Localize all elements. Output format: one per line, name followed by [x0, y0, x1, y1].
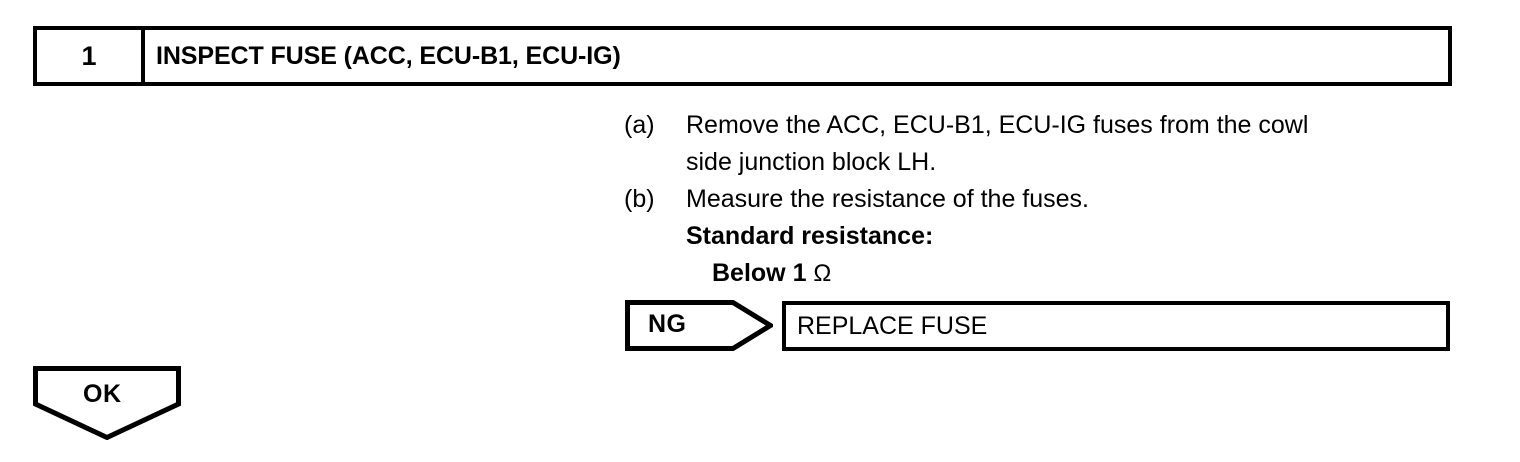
procedure-a-line1: Remove the ACC, ECU-B1, ECU-IG fuses fro… [686, 111, 1309, 139]
resistance-value-text: Below 1 [712, 259, 814, 287]
ng-branch-arrow: NG [625, 300, 773, 351]
procedure-item-a: (a) Remove the ACC, ECU-B1, ECU-IG fuses… [624, 107, 1460, 181]
step-number: 1 [37, 30, 145, 82]
ok-pentagon-shape [33, 366, 181, 440]
ng-label: NG [648, 310, 687, 338]
procedure-a-line2: side junction block LH. [686, 148, 937, 176]
procedure-text-b: Measure the resistance of the fuses. [686, 185, 1089, 213]
ok-branch-marker: OK [33, 366, 181, 440]
procedure-text-a: Remove the ACC, ECU-B1, ECU-IG fuses fro… [686, 107, 1460, 181]
procedure-item-b: (b) Measure the resistance of the fuses. [624, 181, 1460, 218]
replace-fuse-result-box: REPLACE FUSE [782, 301, 1450, 351]
replace-fuse-label: REPLACE FUSE [797, 311, 988, 340]
step-title: INSPECT FUSE (ACC, ECU-B1, ECU-IG) [156, 41, 621, 70]
standard-resistance-value: Below 1 Ω [712, 255, 1460, 292]
step-header-box: 1 INSPECT FUSE (ACC, ECU-B1, ECU-IG) [33, 26, 1452, 86]
procedure-marker-a: (a) [624, 111, 655, 139]
ohm-symbol: Ω [813, 260, 832, 287]
procedure-marker-b: (b) [624, 185, 655, 213]
procedure-text-block: (a) Remove the ACC, ECU-B1, ECU-IG fuses… [624, 107, 1460, 292]
standard-resistance-label: Standard resistance: [686, 222, 934, 250]
ok-label: OK [83, 380, 122, 408]
ng-arrow-polygon [625, 300, 773, 351]
ng-arrow-shape [625, 300, 773, 351]
ok-pentagon-polygon [33, 366, 181, 440]
